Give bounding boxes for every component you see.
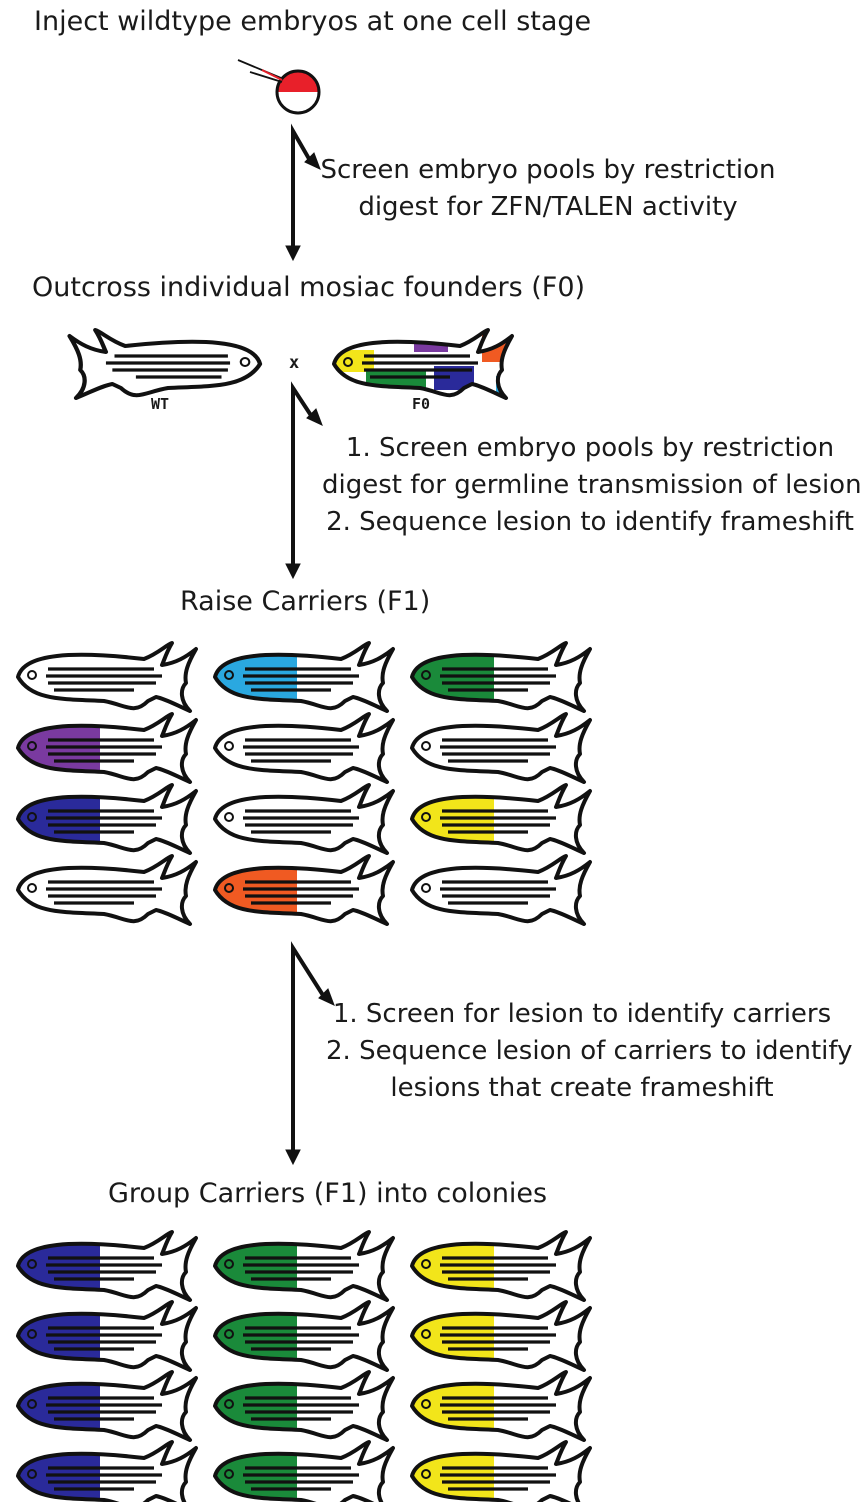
carrier-fish-orange (211, 852, 411, 932)
carrier-fish-dark-blue (14, 1368, 214, 1448)
carrier-fish-dark-blue (14, 781, 214, 861)
embryo-icon (238, 60, 319, 113)
carrier-fish-dark-blue (14, 1438, 214, 1502)
carrier-fish-yellow (408, 1228, 608, 1308)
wildtype-fish (14, 852, 214, 932)
carrier-fish-dark-blue (14, 1298, 214, 1378)
carrier-fish-green (211, 1438, 411, 1502)
carrier-fish-green (211, 1298, 411, 1378)
arrow-icon (286, 948, 334, 1164)
wt-fish (70, 330, 260, 398)
wildtype-fish (14, 639, 214, 719)
carrier-fish-light-blue (211, 639, 411, 719)
carrier-fish-green (211, 1368, 411, 1448)
wildtype-fish (211, 781, 411, 861)
carrier-fish-yellow (408, 1368, 608, 1448)
wildtype-fish (211, 710, 411, 790)
f1-carriers-grid (14, 639, 608, 932)
carrier-fish-dark-blue (14, 1228, 214, 1308)
carrier-fish-purple (14, 710, 214, 790)
arrow-icon (286, 388, 322, 578)
arrow-icon (286, 131, 320, 260)
f0-mosaic-fish (330, 326, 530, 406)
carrier-fish-yellow (408, 781, 608, 861)
wildtype-fish (408, 852, 608, 932)
f1-colonies-grid (14, 1228, 608, 1502)
carrier-fish-yellow (408, 1298, 608, 1378)
carrier-fish-green (211, 1228, 411, 1308)
wildtype-fish (408, 710, 608, 790)
carrier-fish-green (408, 639, 608, 719)
carrier-fish-yellow (408, 1438, 608, 1502)
